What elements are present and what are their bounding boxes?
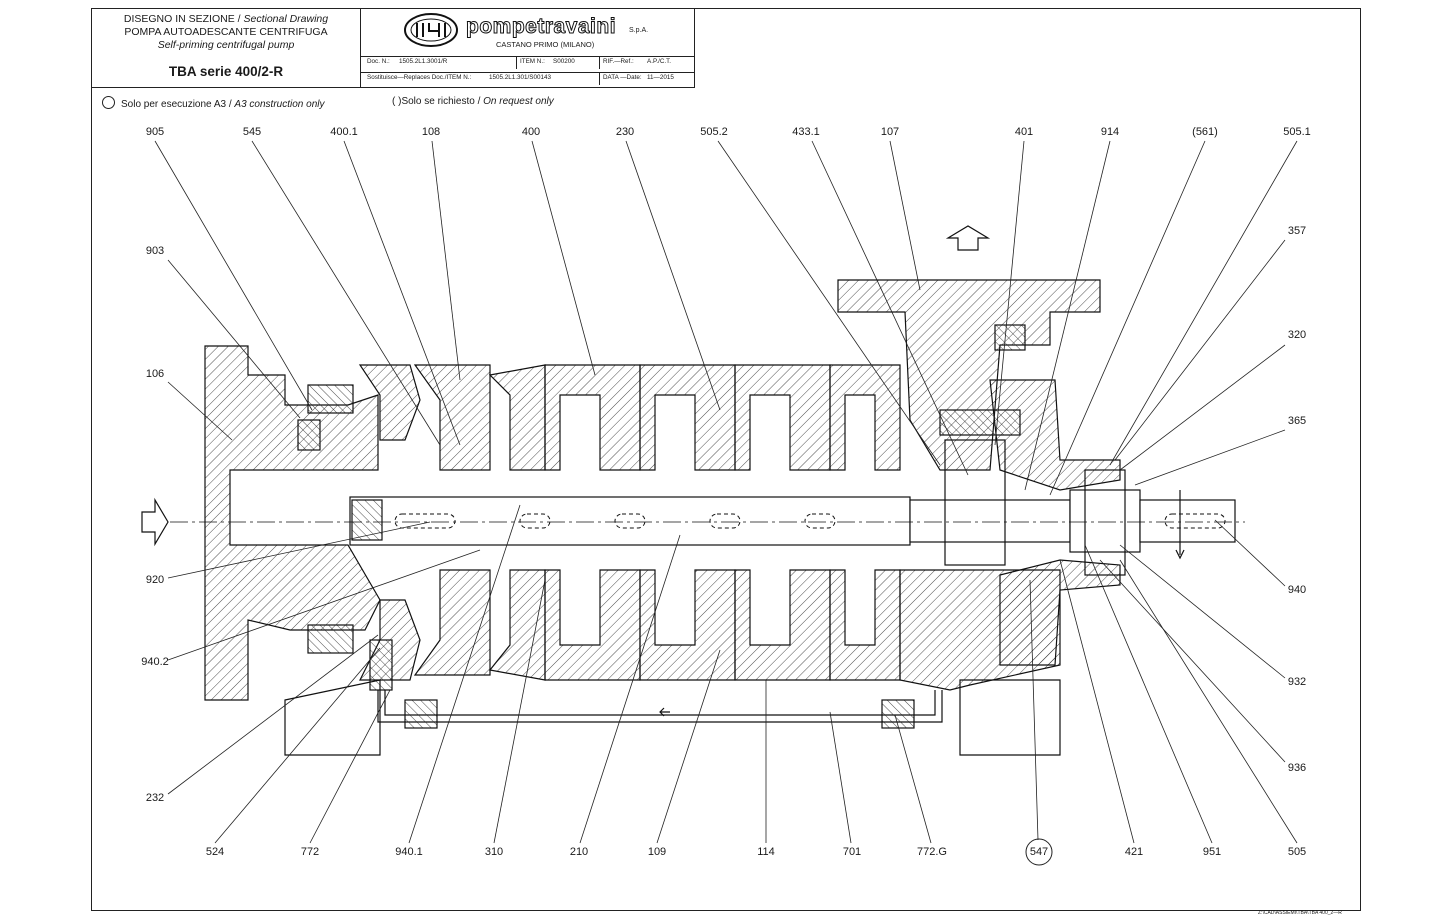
callout-940: 940 <box>1287 584 1307 596</box>
callout-914: 914 <box>1100 126 1120 138</box>
title-block-right: pompetravaini S.p.A. CASTANO PRIMO (MILA… <box>361 9 695 88</box>
callout-320: 320 <box>1287 329 1307 341</box>
title-line-3: Self-priming centrifugal pump <box>157 39 295 51</box>
title-line-2: POMPA AUTOADESCANTE CENTRIFUGA <box>124 26 328 38</box>
callout-310: 310 <box>484 846 504 858</box>
callout-772-g: 772.G <box>917 846 947 858</box>
callout-940-1: 940.1 <box>395 846 423 858</box>
callout-951: 951 <box>1202 846 1222 858</box>
callout-545: 545 <box>242 126 262 138</box>
note-on-request: ( )Solo se richiesto / On request only <box>392 96 554 107</box>
callout-547: 547 <box>1029 846 1049 858</box>
brand-name: pompetravaini <box>465 15 617 39</box>
callout-505: 505 <box>1287 846 1307 858</box>
callout-701: 701 <box>842 846 862 858</box>
callout-505-2: 505.2 <box>700 126 728 138</box>
replaces-row: Sostituisce—Replaces Doc./ITEM N.: 1505.… <box>361 72 694 85</box>
model-title: TBA serie 400/2-R <box>168 64 284 79</box>
title-block-left: DISEGNO IN SEZIONE / Sectional Drawing P… <box>92 9 361 88</box>
brand-suffix: S.p.A. <box>629 27 649 34</box>
callout-421: 421 <box>1124 846 1144 858</box>
callout-232: 232 <box>145 792 165 804</box>
callout-114: 114 <box>757 846 775 858</box>
callout-107: 107 <box>880 126 900 138</box>
callout-357: 357 <box>1287 225 1307 237</box>
file-path-note: Z:\CAD\ASSIEMI\TBA\TBA 400_2—R <box>1258 910 1342 916</box>
drawing-sheet-border <box>91 8 1361 911</box>
callout-920: 920 <box>145 574 165 586</box>
callout-772: 772 <box>300 846 320 858</box>
company-logo-icon <box>404 13 458 47</box>
callout-905: 905 <box>145 126 165 138</box>
callout-365: 365 <box>1287 415 1307 427</box>
callout-524: 524 <box>205 846 225 858</box>
callout-903: 903 <box>145 245 165 257</box>
title-line-1: DISEGNO IN SEZIONE / Sectional Drawing <box>123 13 329 25</box>
callout-936: 936 <box>1287 762 1307 774</box>
callout-400-1: 400.1 <box>330 126 358 138</box>
callout-106: 106 <box>145 368 165 380</box>
callout-940-2: 940.2 <box>141 656 169 668</box>
on-request-circle-icon <box>1025 838 1053 866</box>
callout-505-1: 505.1 <box>1283 126 1311 138</box>
callout-108: 108 <box>421 126 441 138</box>
callout-400: 400 <box>521 126 541 138</box>
callout-210: 210 <box>569 846 589 858</box>
brand-location: CASTANO PRIMO (MILANO) <box>496 40 595 49</box>
note-a3: Solo per esecuzione A3 / A3 construction… <box>102 96 324 110</box>
callout-109: 109 <box>647 846 667 858</box>
callout-561: (561) <box>1192 126 1218 138</box>
circle-marker-icon <box>102 96 115 109</box>
doc-row: Doc. N.: 1505.2L1.3001/R ITEM N.: S00200… <box>361 56 694 69</box>
callout-230: 230 <box>615 126 635 138</box>
callout-932: 932 <box>1287 676 1307 688</box>
callout-401: 401 <box>1014 126 1034 138</box>
callout-433-1: 433.1 <box>792 126 820 138</box>
